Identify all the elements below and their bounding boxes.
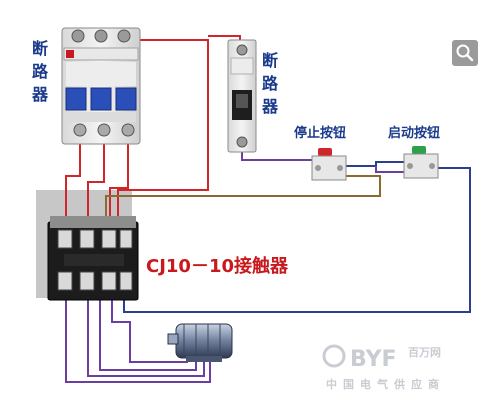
wire-motor-v [99, 298, 197, 371]
wire-red-l3 [109, 138, 129, 230]
wire-red-l2 [87, 138, 105, 230]
contactor-device [47, 216, 139, 301]
wire-red-l1 [65, 138, 81, 230]
stop-button-label: 停止按钮 [294, 125, 346, 141]
wires [65, 35, 471, 383]
breaker-left-label: 断 路 器 [31, 39, 49, 104]
breaker-left-char-1: 断 [32, 39, 48, 58]
wire-purple-stop [241, 150, 316, 161]
contactor-label: CJ10－10接触器 [146, 255, 289, 277]
breaker-left-char-2: 路 [32, 62, 49, 81]
wire-motor-u [87, 298, 205, 377]
breaker-right-char-3: 器 [261, 97, 279, 116]
watermark-logo-icon [322, 344, 346, 368]
watermark-brand: BYF [350, 347, 397, 372]
watermark-slogan: 中国电气供应商 [326, 377, 445, 391]
breaker-3pole [61, 27, 141, 145]
motor-device [167, 323, 233, 362]
start-button-device [403, 146, 439, 179]
breaker-left-char-3: 器 [31, 85, 49, 104]
breaker-right-char-1: 断 [262, 51, 278, 70]
wire-blue-coil [123, 167, 471, 313]
stop-button-device [311, 148, 347, 181]
wire-blue-between [344, 161, 404, 167]
magnifier-icon [456, 44, 474, 62]
zoom-button[interactable] [452, 40, 478, 66]
watermark: BYF 百万网 中国电气供应商 [322, 344, 445, 391]
breaker-right-char-2: 路 [262, 74, 279, 93]
breaker-1pole [227, 39, 257, 153]
wire-motor-n [65, 298, 211, 383]
start-button-label: 启动按钮 [388, 125, 440, 141]
watermark-brand-cn: 百万网 [408, 346, 441, 359]
wire-motor-w [111, 298, 188, 363]
breaker-right-label: 断 路 器 [261, 51, 279, 116]
wire-purple-start [375, 166, 404, 173]
wire-brown-hold [105, 175, 381, 232]
